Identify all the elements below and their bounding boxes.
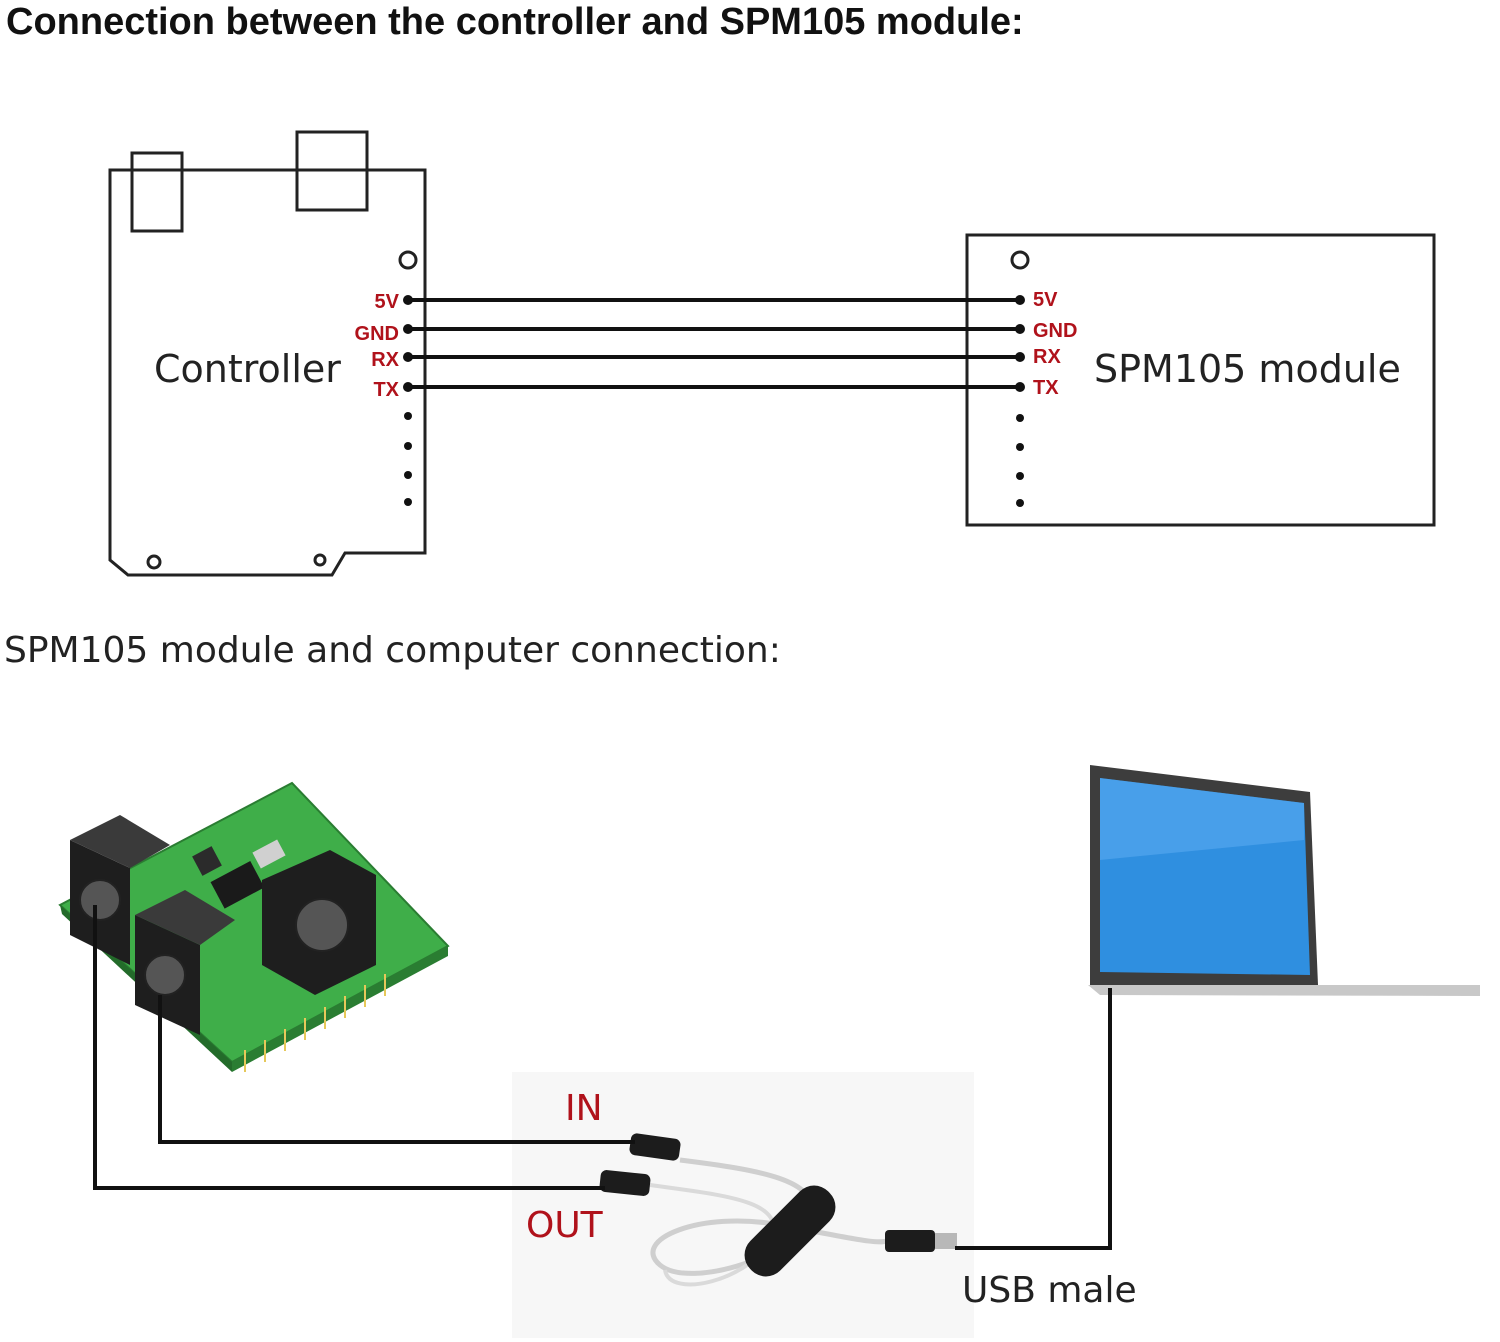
controller-label: Controller bbox=[154, 347, 341, 391]
wire-midi-out bbox=[93, 905, 605, 1190]
controller-usb-port bbox=[295, 130, 369, 212]
controller-spare-pin bbox=[404, 442, 412, 450]
controller-power-jack bbox=[130, 151, 184, 233]
wire-midi-in bbox=[158, 995, 635, 1144]
module-pin-gnd-label: GND bbox=[1033, 320, 1077, 342]
usb-male-label: USB male bbox=[962, 1270, 1137, 1311]
module-label: SPM105 module bbox=[1094, 347, 1401, 391]
wire-5v-end bbox=[403, 295, 413, 305]
pcb-header-pins bbox=[244, 974, 386, 1072]
usb-plug bbox=[885, 1230, 935, 1252]
cable-interface-box bbox=[744, 1185, 836, 1277]
module-pin-tx-label: TX bbox=[1033, 377, 1059, 399]
wire-gnd-end bbox=[403, 324, 413, 334]
wire-gnd-end bbox=[1015, 324, 1025, 334]
module-pin-rx-label: RX bbox=[1033, 346, 1061, 368]
bottom-title: SPM105 module and computer connection: bbox=[4, 630, 781, 671]
midi-socket bbox=[135, 890, 235, 1035]
controller-pin-tx-label: TX bbox=[373, 379, 399, 401]
midi-usb-cable-illustration bbox=[512, 1072, 974, 1338]
pcb-chip bbox=[210, 860, 265, 909]
controller-board: Controller 5V GND RX TX bbox=[108, 130, 427, 577]
wire-usb bbox=[955, 988, 1112, 1250]
top-title: Connection between the controller and SP… bbox=[6, 1, 1024, 43]
usb-plug-tip bbox=[935, 1233, 957, 1249]
module-spare-pin bbox=[1016, 414, 1024, 422]
midi-socket bbox=[262, 850, 376, 995]
module-mount-hole bbox=[1010, 250, 1030, 270]
controller-spare-pin bbox=[404, 498, 412, 506]
controller-pin-rx-label: RX bbox=[371, 349, 399, 371]
module-pin-5v-label: 5V bbox=[1033, 289, 1058, 311]
controller-mount-hole bbox=[313, 553, 327, 567]
midi-socket bbox=[70, 815, 170, 965]
controller-pin-5v-label: 5V bbox=[375, 291, 400, 313]
laptop-illustration bbox=[1088, 765, 1480, 996]
wire-tx-end bbox=[1015, 382, 1025, 392]
controller-pin-gnd-label: GND bbox=[355, 323, 399, 345]
laptop-base bbox=[1088, 985, 1480, 996]
spm105-board-illustration bbox=[58, 781, 450, 1072]
spm105-module-box: SPM105 module 5V GND RX TX bbox=[965, 233, 1436, 527]
controller-mount-hole bbox=[146, 554, 162, 570]
midi-out-label: OUT bbox=[526, 1205, 604, 1246]
pcb-switch bbox=[252, 839, 286, 869]
controller-spare-pin bbox=[404, 471, 412, 479]
controller-mount-hole bbox=[398, 250, 418, 270]
wire-5v-end bbox=[1015, 295, 1025, 305]
bottom-connection-wires bbox=[93, 905, 1112, 1250]
midi-in-label: IN bbox=[565, 1088, 603, 1129]
module-spare-pin bbox=[1016, 443, 1024, 451]
midi-in-plug bbox=[629, 1133, 681, 1161]
cable-photo-background bbox=[512, 1072, 974, 1338]
module-spare-pin bbox=[1016, 499, 1024, 507]
wire-tx-end bbox=[403, 382, 413, 392]
midi-out-plug bbox=[599, 1170, 651, 1196]
wire-rx-end bbox=[1015, 352, 1025, 362]
controller-spare-pin bbox=[404, 412, 412, 420]
serial-wires bbox=[403, 295, 1025, 392]
pcb-button bbox=[192, 846, 222, 876]
module-spare-pin bbox=[1016, 472, 1024, 480]
wire-rx-end bbox=[403, 352, 413, 362]
laptop-screen-glare bbox=[1100, 778, 1304, 860]
